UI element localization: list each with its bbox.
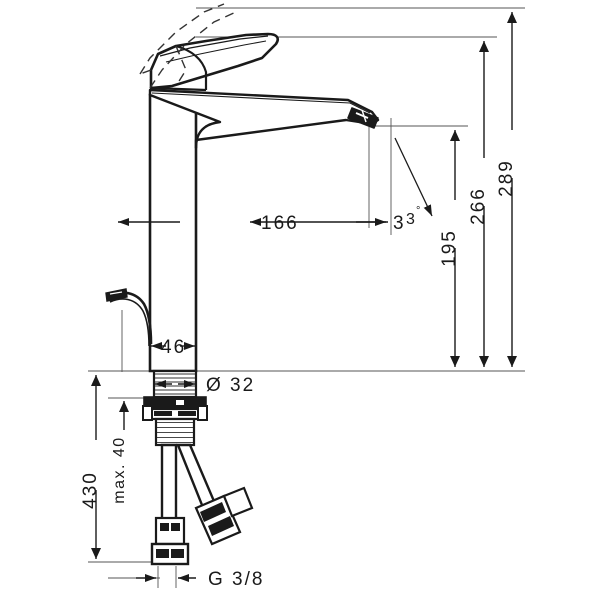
- dim-195-label: 195: [439, 229, 460, 267]
- dim-g38-label: G 3/8: [208, 569, 264, 590]
- washer-and-nut: [142, 396, 208, 447]
- dim-spout-angle: 3 3 °: [356, 137, 433, 234]
- dim-thread-size: G 3/8: [136, 569, 264, 590]
- hose-connector-b: [194, 486, 254, 546]
- dim-total-height: 289: [496, 12, 517, 367]
- dim-diameter-label: Ø 32: [206, 375, 255, 396]
- degree-symbol-icon: °: [416, 205, 420, 217]
- dim-max40-label: max. 40: [111, 436, 128, 503]
- popup-waste-rod: [105, 288, 153, 347]
- dim-3deg-label: 3: [406, 211, 416, 228]
- dim-430-label: 430: [80, 471, 101, 509]
- dim-body-width: 46: [151, 337, 195, 358]
- dim-height-spout: 195: [439, 130, 460, 367]
- dim-max-thickness: max. 40: [111, 401, 129, 504]
- dim-166-label: 166: [261, 213, 299, 234]
- dim-shank-diameter: Ø 32: [155, 375, 255, 396]
- dim-height-body-top: 266: [468, 41, 489, 367]
- dim-hose-length: 430: [80, 375, 101, 559]
- dim-3-label: 3: [393, 213, 406, 234]
- dim-289-label: 289: [496, 159, 517, 197]
- aerator: [347, 107, 379, 129]
- hose-connector-a: [150, 516, 190, 566]
- dim-46-label: 46: [161, 337, 186, 358]
- lever-open-position-dashed: [139, 3, 237, 89]
- dim-266-label: 266: [468, 187, 489, 225]
